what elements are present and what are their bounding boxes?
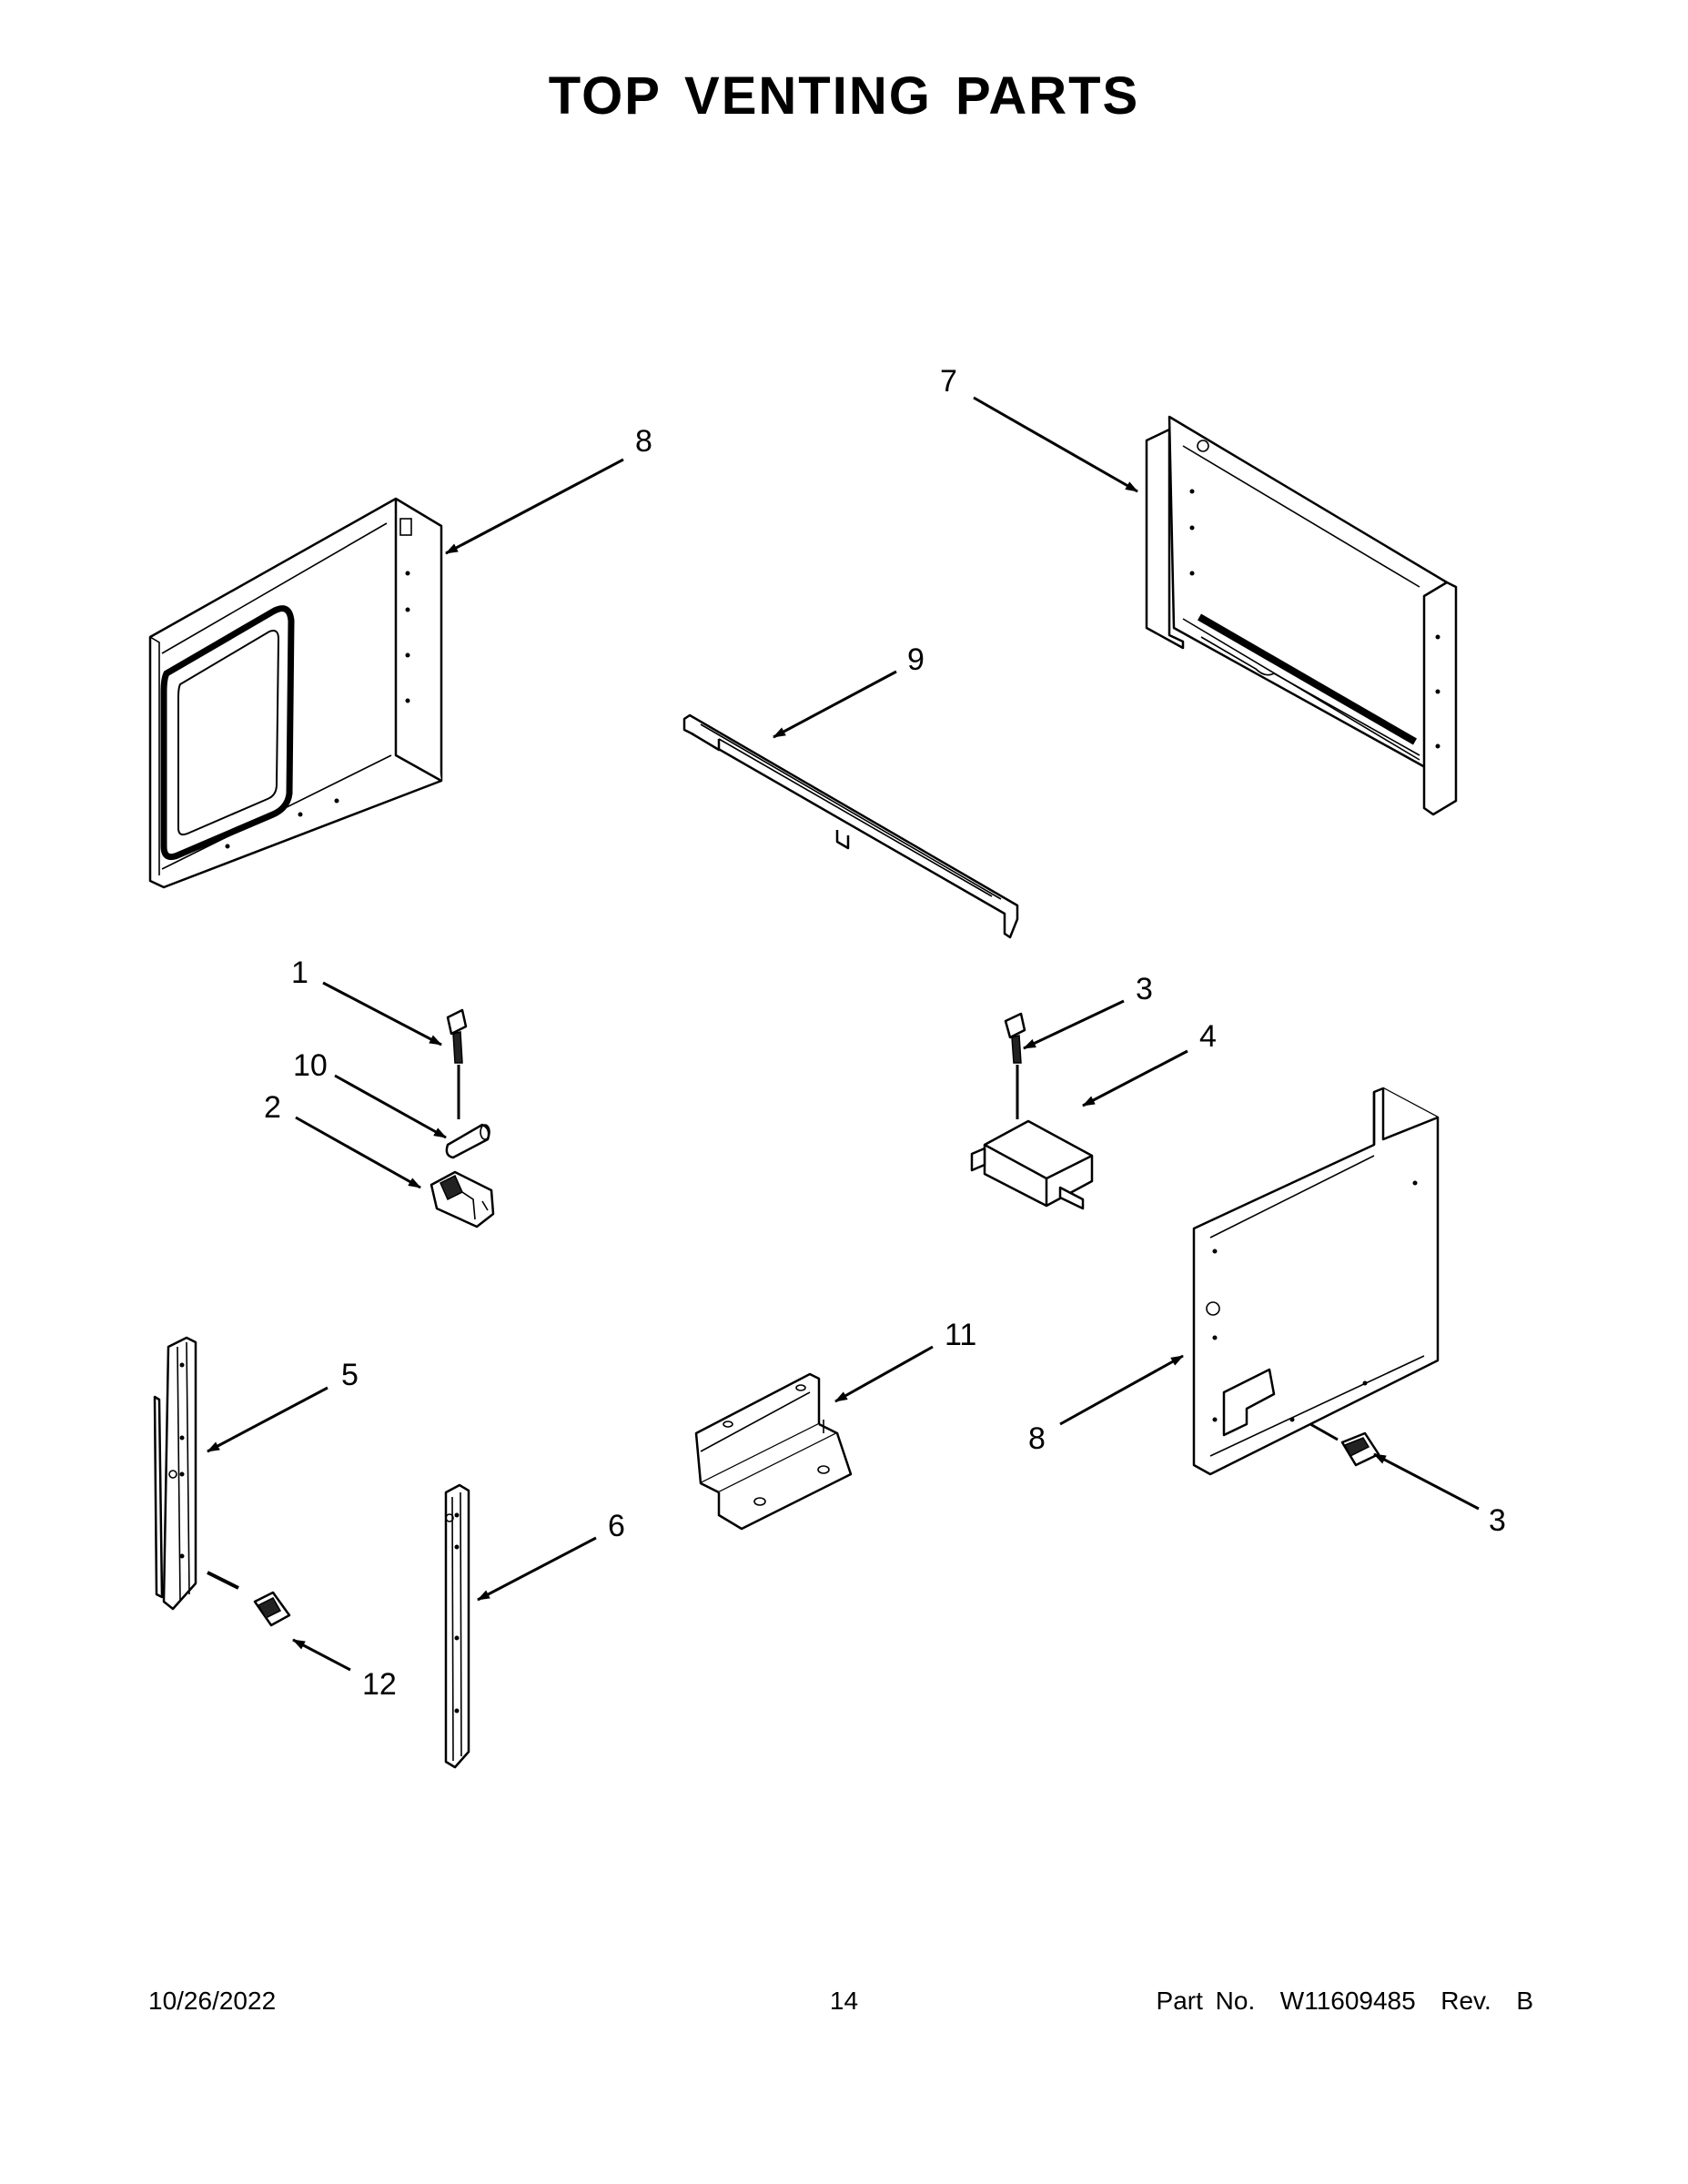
callout-4: 4 bbox=[1199, 1019, 1217, 1054]
vent-frame-part bbox=[1145, 415, 1458, 816]
side-panel-left-part bbox=[148, 497, 443, 889]
z-bracket-part bbox=[694, 1372, 853, 1531]
callout-7: 7 bbox=[940, 364, 957, 399]
callout-2: 2 bbox=[264, 1090, 281, 1125]
callout-3-upper: 3 bbox=[1136, 972, 1153, 1006]
module-assembly-part bbox=[970, 1012, 1094, 1210]
callout-8-lower: 8 bbox=[1028, 1421, 1046, 1456]
vertical-rail-left-part bbox=[153, 1336, 291, 1627]
callout-9: 9 bbox=[907, 642, 925, 677]
leader-arrows bbox=[207, 396, 1480, 1672]
callout-1: 1 bbox=[291, 956, 308, 990]
callout-6: 6 bbox=[608, 1509, 625, 1543]
footer-part-number: Part No. W11609485 Rev. B bbox=[1156, 1987, 1533, 2015]
callout-11: 11 bbox=[945, 1318, 976, 1352]
callout-labels: 8 7 9 1 10 2 3 4 11 5 8 3 6 12 bbox=[264, 364, 1506, 1702]
callout-10: 10 bbox=[293, 1048, 328, 1083]
side-panel-right-part bbox=[1192, 1087, 1440, 1476]
callout-8-upper: 8 bbox=[635, 424, 652, 459]
channel-bracket-part bbox=[682, 713, 1019, 939]
page-title: TOP VENTING PARTS bbox=[548, 66, 1140, 126]
vertical-rail-right-part bbox=[444, 1483, 470, 1769]
footer-date: 10/26/2022 bbox=[148, 1987, 277, 2015]
callout-3-lower: 3 bbox=[1489, 1503, 1506, 1538]
callout-12: 12 bbox=[362, 1667, 397, 1702]
fuse-assembly-part bbox=[430, 1008, 495, 1228]
footer-page-number: 14 bbox=[829, 1987, 859, 2015]
callout-5: 5 bbox=[341, 1358, 359, 1392]
